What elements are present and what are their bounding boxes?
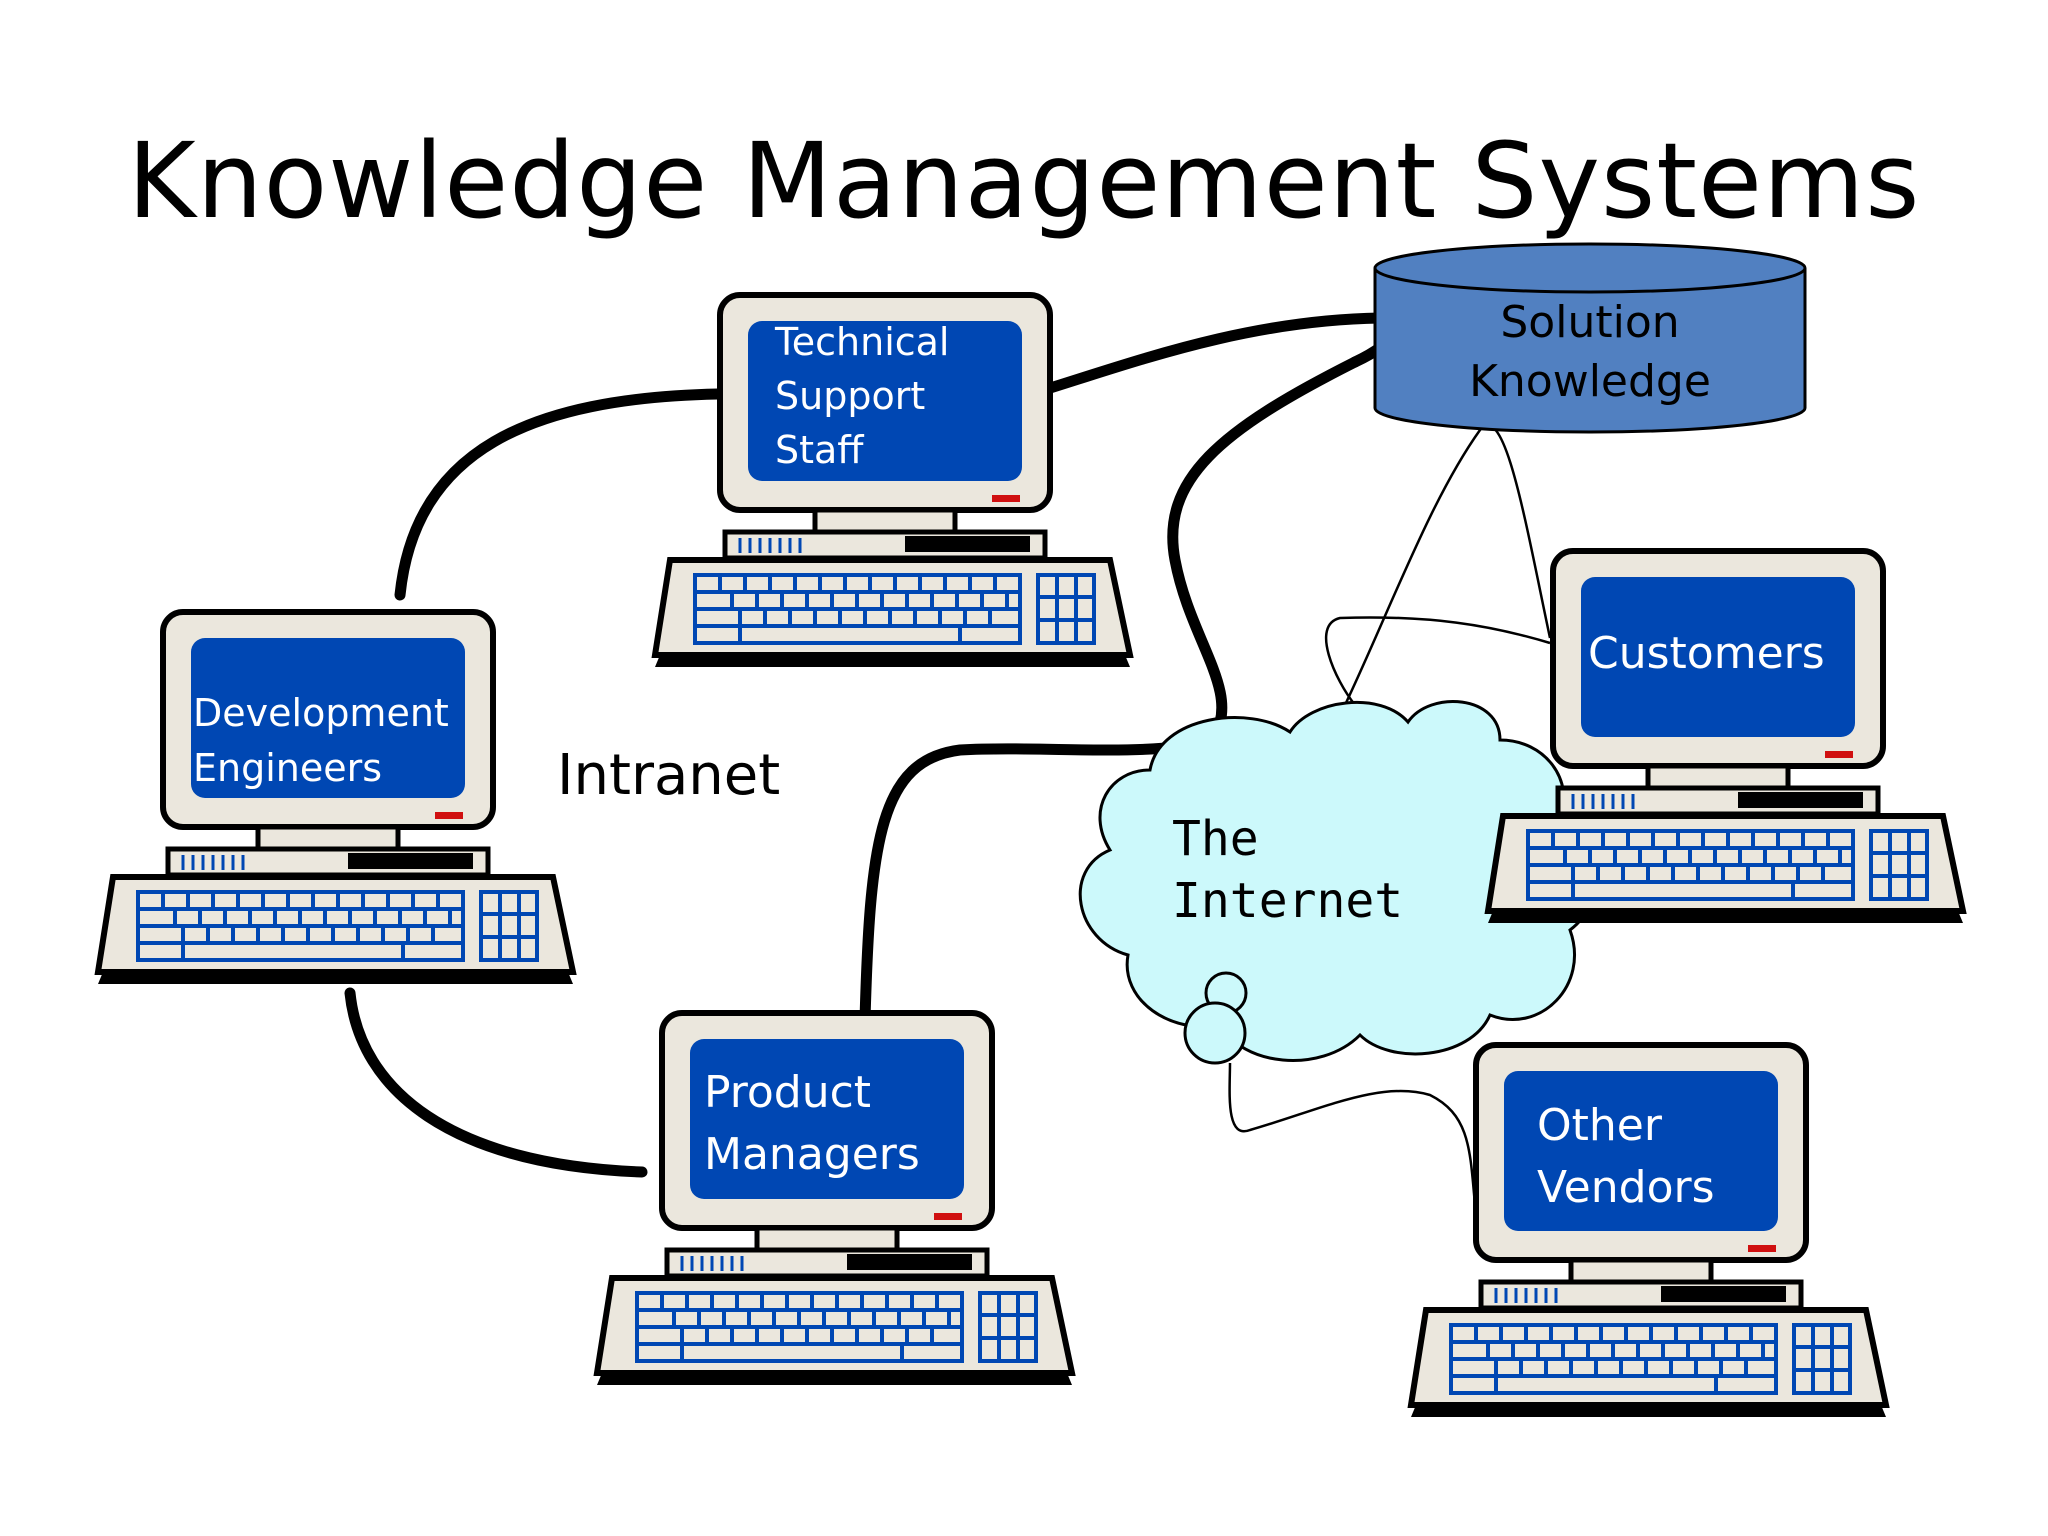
page-title: Knowledge Management Systems (127, 120, 1921, 242)
internet-label-line1: The (1172, 811, 1259, 867)
internet-label: The Internet (1172, 808, 1403, 933)
link-support-to-database (1041, 312, 1403, 395)
screen-line: Engineers (193, 746, 383, 791)
screen-label-product-managers: Product Managers (704, 1062, 920, 1185)
screen-line: Other (1537, 1100, 1662, 1151)
screen-label-development-engineers: Development Engineers (193, 686, 449, 796)
internet-cloud (1078, 700, 1597, 1065)
screen-line: Product (704, 1067, 872, 1118)
link-support-to-dev (394, 388, 724, 601)
screen-line: Staff (775, 427, 864, 472)
screen-line: Managers (704, 1128, 920, 1180)
link-dev-to-product (344, 987, 648, 1178)
internet-label-line2: Internet (1172, 873, 1404, 930)
computer-development-engineers (98, 612, 573, 984)
screen-line: Support (775, 373, 926, 418)
screen-line: Vendors (1537, 1161, 1715, 1213)
intranet-label: Intranet (557, 743, 781, 808)
screen-line: Technical (775, 320, 950, 364)
database-label-line1: Solution (1500, 297, 1680, 348)
screen-line: Development (193, 691, 449, 735)
screen-label-other-vendors: Other Vendors (1537, 1095, 1715, 1218)
solution-knowledge-database (1373, 242, 1807, 434)
screen-label-technical-support: Technical Support Staff (775, 316, 950, 478)
screen-line: Customers (1588, 628, 1825, 679)
database-label: Solution Knowledge (1375, 293, 1805, 412)
link-internet-to-database (1343, 424, 1552, 706)
database-label-line2: Knowledge (1469, 356, 1711, 408)
computer-customers (1488, 551, 1963, 923)
screen-label-customers: Customers (1588, 625, 1825, 683)
link-internet-to-vendors (1228, 1062, 1477, 1206)
link-customers-to-internet (1324, 616, 1551, 706)
